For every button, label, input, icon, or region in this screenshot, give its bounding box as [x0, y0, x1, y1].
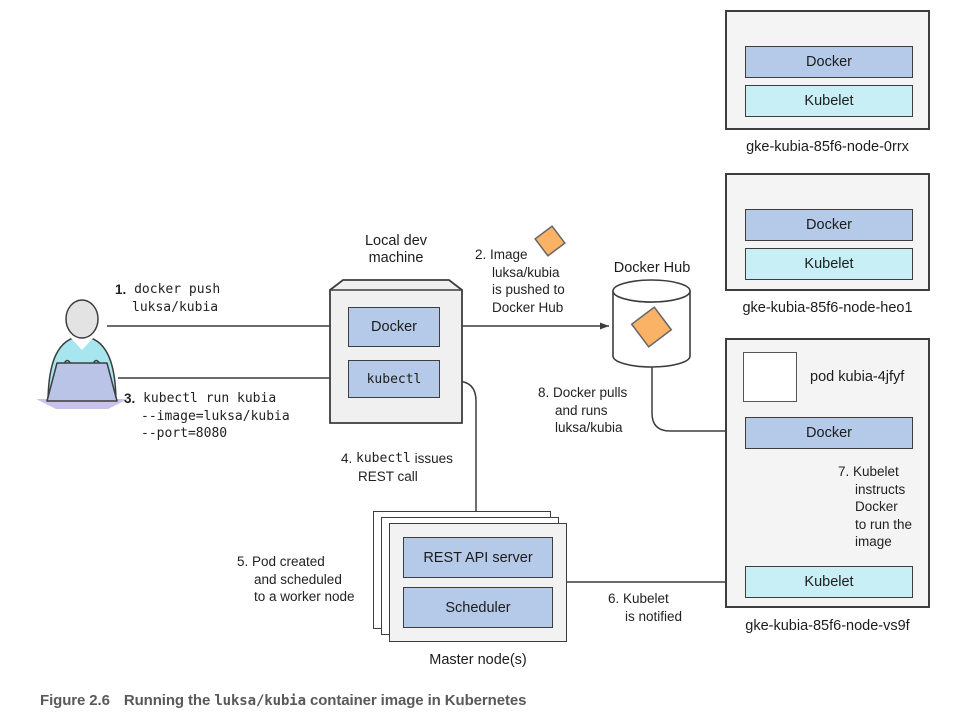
step-4-rest: issues REST call: [358, 451, 453, 484]
node1-docker-label: Docker: [806, 54, 852, 70]
laptop-icon: [46, 362, 118, 402]
step-8-text: 8. Docker pulls and runs luksa/kubia: [538, 385, 628, 435]
rest-api-server-label: REST API server: [423, 549, 533, 566]
image-diamond-icon: [630, 306, 673, 348]
figure-caption-code: luksa/kubia: [214, 693, 306, 709]
node2-kubelet-box: Kubelet: [745, 248, 913, 280]
figure-caption-after: container image in Kubernetes: [305, 692, 527, 709]
step-2-text: 2. Image luksa/kubia is pushed to Docker…: [475, 247, 565, 315]
step-4-code: kubectl: [356, 451, 411, 466]
node2-docker-label: Docker: [806, 217, 852, 233]
pod-box: [743, 352, 797, 402]
local-dev-machine-box: [329, 279, 463, 424]
figure-caption-label: Figure 2.6: [40, 692, 110, 709]
node1-docker-box: Docker: [745, 46, 913, 78]
step-5-text: 5. Pod created and scheduled to a worker…: [237, 554, 355, 604]
dev-docker-box: Docker: [348, 307, 440, 347]
figure-caption-before: Running the: [123, 692, 215, 709]
dev-kubectl-label: kubectl: [366, 371, 422, 387]
step-3-text: 3. kubectl run kubia --image=luksa/kubia…: [124, 390, 290, 443]
node1-name: gke-kubia-85f6-node-0rrx: [746, 139, 909, 155]
image-diamond-icon: [534, 225, 566, 257]
master-node-label: Master node(s): [429, 652, 527, 668]
node3-docker-box: Docker: [745, 417, 913, 449]
node2-name: gke-kubia-85f6-node-heo1: [742, 300, 913, 316]
node2-kubelet-label: Kubelet: [804, 256, 854, 272]
step-7-text: 7. Kubelet instructs Docker to run the i…: [838, 464, 913, 549]
arrow-docker-pulls: [651, 360, 739, 435]
docker-hub-cylinder-icon: [612, 279, 691, 368]
node1-kubelet-box: Kubelet: [745, 85, 913, 117]
node3-kubelet-box: Kubelet: [745, 566, 913, 598]
scheduler-label: Scheduler: [445, 599, 511, 616]
rest-api-server-box: REST API server: [403, 537, 553, 578]
local-dev-machine-title: Local dev machine: [364, 233, 428, 266]
figure-caption: Figure 2.6 Running the luksa/kubia contai…: [40, 692, 526, 709]
node1-kubelet-label: Kubelet: [804, 93, 854, 109]
step-4-text: 4. kubectl issues REST call: [341, 450, 453, 485]
dev-docker-label: Docker: [371, 319, 417, 335]
node3-kubelet-label: Kubelet: [804, 574, 854, 590]
docker-hub-label: Docker Hub: [613, 260, 691, 276]
step-1-code: docker push luksa/kubia: [132, 282, 221, 315]
step-3-code: kubectl run kubia --image=luksa/kubia --…: [141, 391, 290, 441]
node3-docker-label: Docker: [806, 425, 852, 441]
scheduler-box: Scheduler: [403, 587, 553, 628]
step-4-number: 4.: [341, 451, 357, 466]
step-1-number: 1.: [115, 282, 127, 297]
person-icon: [36, 299, 128, 409]
dev-kubectl-box: kubectl: [348, 360, 440, 398]
step-1-text: 1. docker push luksa/kubia: [115, 281, 220, 316]
node2-docker-box: Docker: [745, 209, 913, 241]
node3-name: gke-kubia-85f6-node-vs9f: [745, 618, 910, 634]
pod-label: pod kubia-4jfyf: [810, 369, 905, 385]
step-3-number: 3.: [124, 391, 136, 406]
step-6-text: 6. Kubelet is notified: [608, 591, 683, 624]
